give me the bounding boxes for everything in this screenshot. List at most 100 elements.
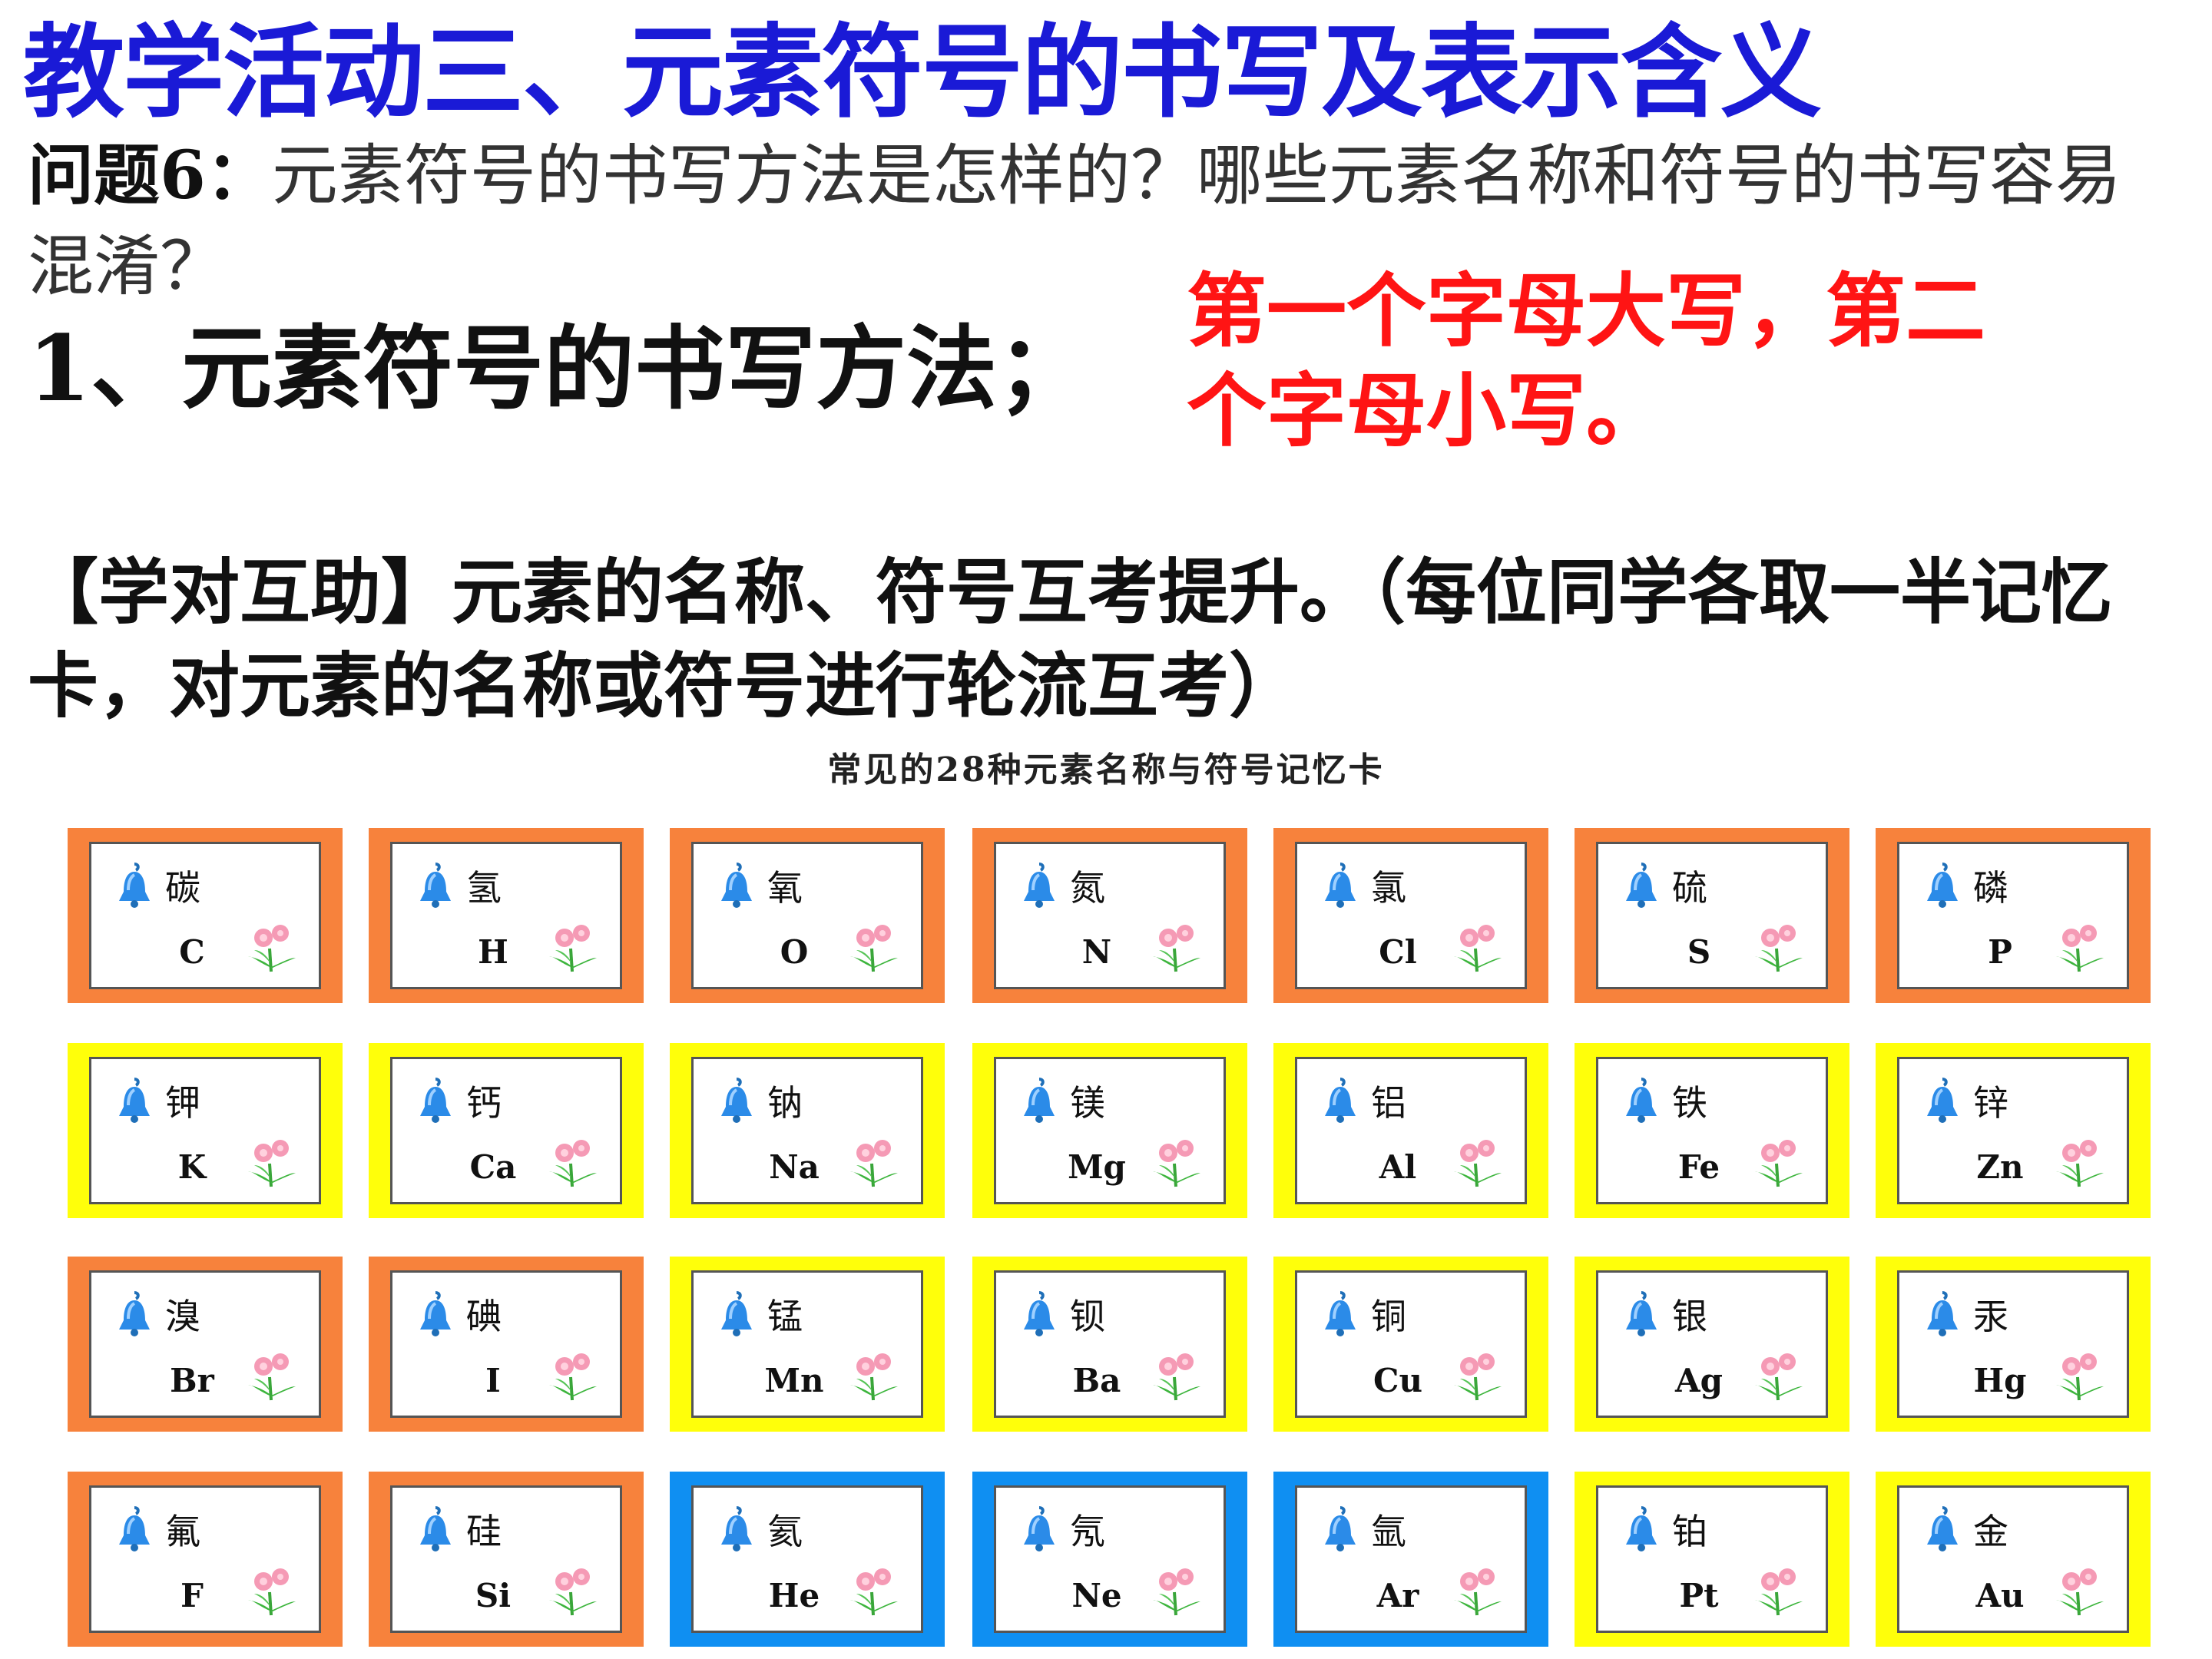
bellflower-icon — [1322, 861, 1359, 910]
tulip-flower-icon — [243, 1566, 299, 1617]
question-body: 元素符号的书写方法是怎样的？哪些元素名称和符号的书写容易混淆？ — [28, 137, 2121, 305]
element-symbol: O — [780, 933, 809, 971]
element-name: 金 — [1973, 1511, 2008, 1552]
element-symbol: Na — [769, 1148, 820, 1186]
question-text: 问题6：元素符号的书写方法是怎样的？哪些元素名称和符号的书写容易混淆？ — [28, 131, 2178, 312]
bellflower-icon — [1924, 1505, 1961, 1554]
bellflower-icon — [1021, 1505, 1058, 1554]
card-face: 氦 He — [691, 1485, 923, 1633]
bellflower-icon — [718, 1076, 755, 1125]
tulip-flower-icon — [1750, 922, 1806, 973]
tulip-flower-icon — [846, 1566, 901, 1617]
tulip-flower-icon — [243, 1351, 299, 1402]
element-name: 锌 — [1973, 1082, 2008, 1124]
element-name: 硅 — [466, 1511, 502, 1552]
tulip-flower-icon — [2051, 1566, 2107, 1617]
bellflower-icon — [718, 1290, 755, 1339]
bellflower-icon — [116, 1290, 153, 1339]
tulip-flower-icon — [545, 922, 600, 973]
element-symbol: Si — [475, 1577, 512, 1614]
question-label: 问题6： — [28, 137, 272, 214]
tulip-flower-icon — [1449, 1351, 1505, 1402]
element-name: 铜 — [1371, 1296, 1406, 1337]
card-face: 硅 Si — [390, 1485, 622, 1633]
element-card: 铝 Al — [1273, 1043, 1548, 1218]
element-name: 氮 — [1070, 867, 1105, 909]
activity-instructions: 【学对互助】元素的名称、符号互考提升。（每位同学各取一半记忆卡，对元素的名称或符… — [28, 551, 2113, 727]
method-heading: 1、元素符号的书写方法； — [28, 315, 1088, 422]
element-symbol: N — [1081, 933, 1112, 971]
element-name: 氖 — [1070, 1511, 1105, 1552]
element-name: 汞 — [1973, 1296, 2008, 1337]
tulip-flower-icon — [2051, 1351, 2107, 1402]
element-symbol: F — [180, 1577, 204, 1614]
tulip-flower-icon — [1750, 1137, 1806, 1188]
bellflower-icon — [116, 1076, 153, 1125]
bellflower-icon — [718, 1505, 755, 1554]
element-symbol: Cu — [1373, 1362, 1422, 1399]
bellflower-icon — [1623, 1290, 1660, 1339]
element-name: 铁 — [1672, 1082, 1707, 1124]
tulip-flower-icon — [1449, 1137, 1505, 1188]
element-name: 铝 — [1371, 1082, 1406, 1124]
element-name: 氦 — [767, 1511, 803, 1552]
bellflower-icon — [1021, 861, 1058, 910]
bellflower-icon — [1322, 1076, 1359, 1125]
bellflower-icon — [417, 1505, 454, 1554]
element-card: 铜 Cu — [1273, 1257, 1548, 1432]
bellflower-icon — [718, 861, 755, 910]
tulip-flower-icon — [1449, 922, 1505, 973]
element-name: 硫 — [1672, 867, 1707, 909]
bellflower-icon — [417, 861, 454, 910]
bellflower-icon — [1623, 861, 1660, 910]
element-symbol: Mg — [1068, 1148, 1126, 1186]
tulip-flower-icon — [1148, 1351, 1204, 1402]
bellflower-icon — [1924, 1290, 1961, 1339]
element-name: 氢 — [466, 867, 502, 909]
tulip-flower-icon — [545, 1137, 600, 1188]
element-card: 铁 Fe — [1575, 1043, 1849, 1218]
element-symbol: Fe — [1677, 1148, 1720, 1186]
tulip-flower-icon — [1148, 922, 1204, 973]
bellflower-icon — [1021, 1290, 1058, 1339]
card-section-title: 常见的28种元素名称与符号记忆卡 — [827, 750, 1385, 790]
element-symbol: Br — [170, 1362, 214, 1399]
element-symbol: Al — [1379, 1148, 1417, 1186]
bellflower-icon — [1623, 1076, 1660, 1125]
element-symbol: He — [768, 1577, 820, 1614]
element-symbol: I — [485, 1362, 501, 1399]
tulip-flower-icon — [846, 1351, 901, 1402]
element-symbol: K — [177, 1148, 207, 1186]
bellflower-icon — [1924, 1076, 1961, 1125]
